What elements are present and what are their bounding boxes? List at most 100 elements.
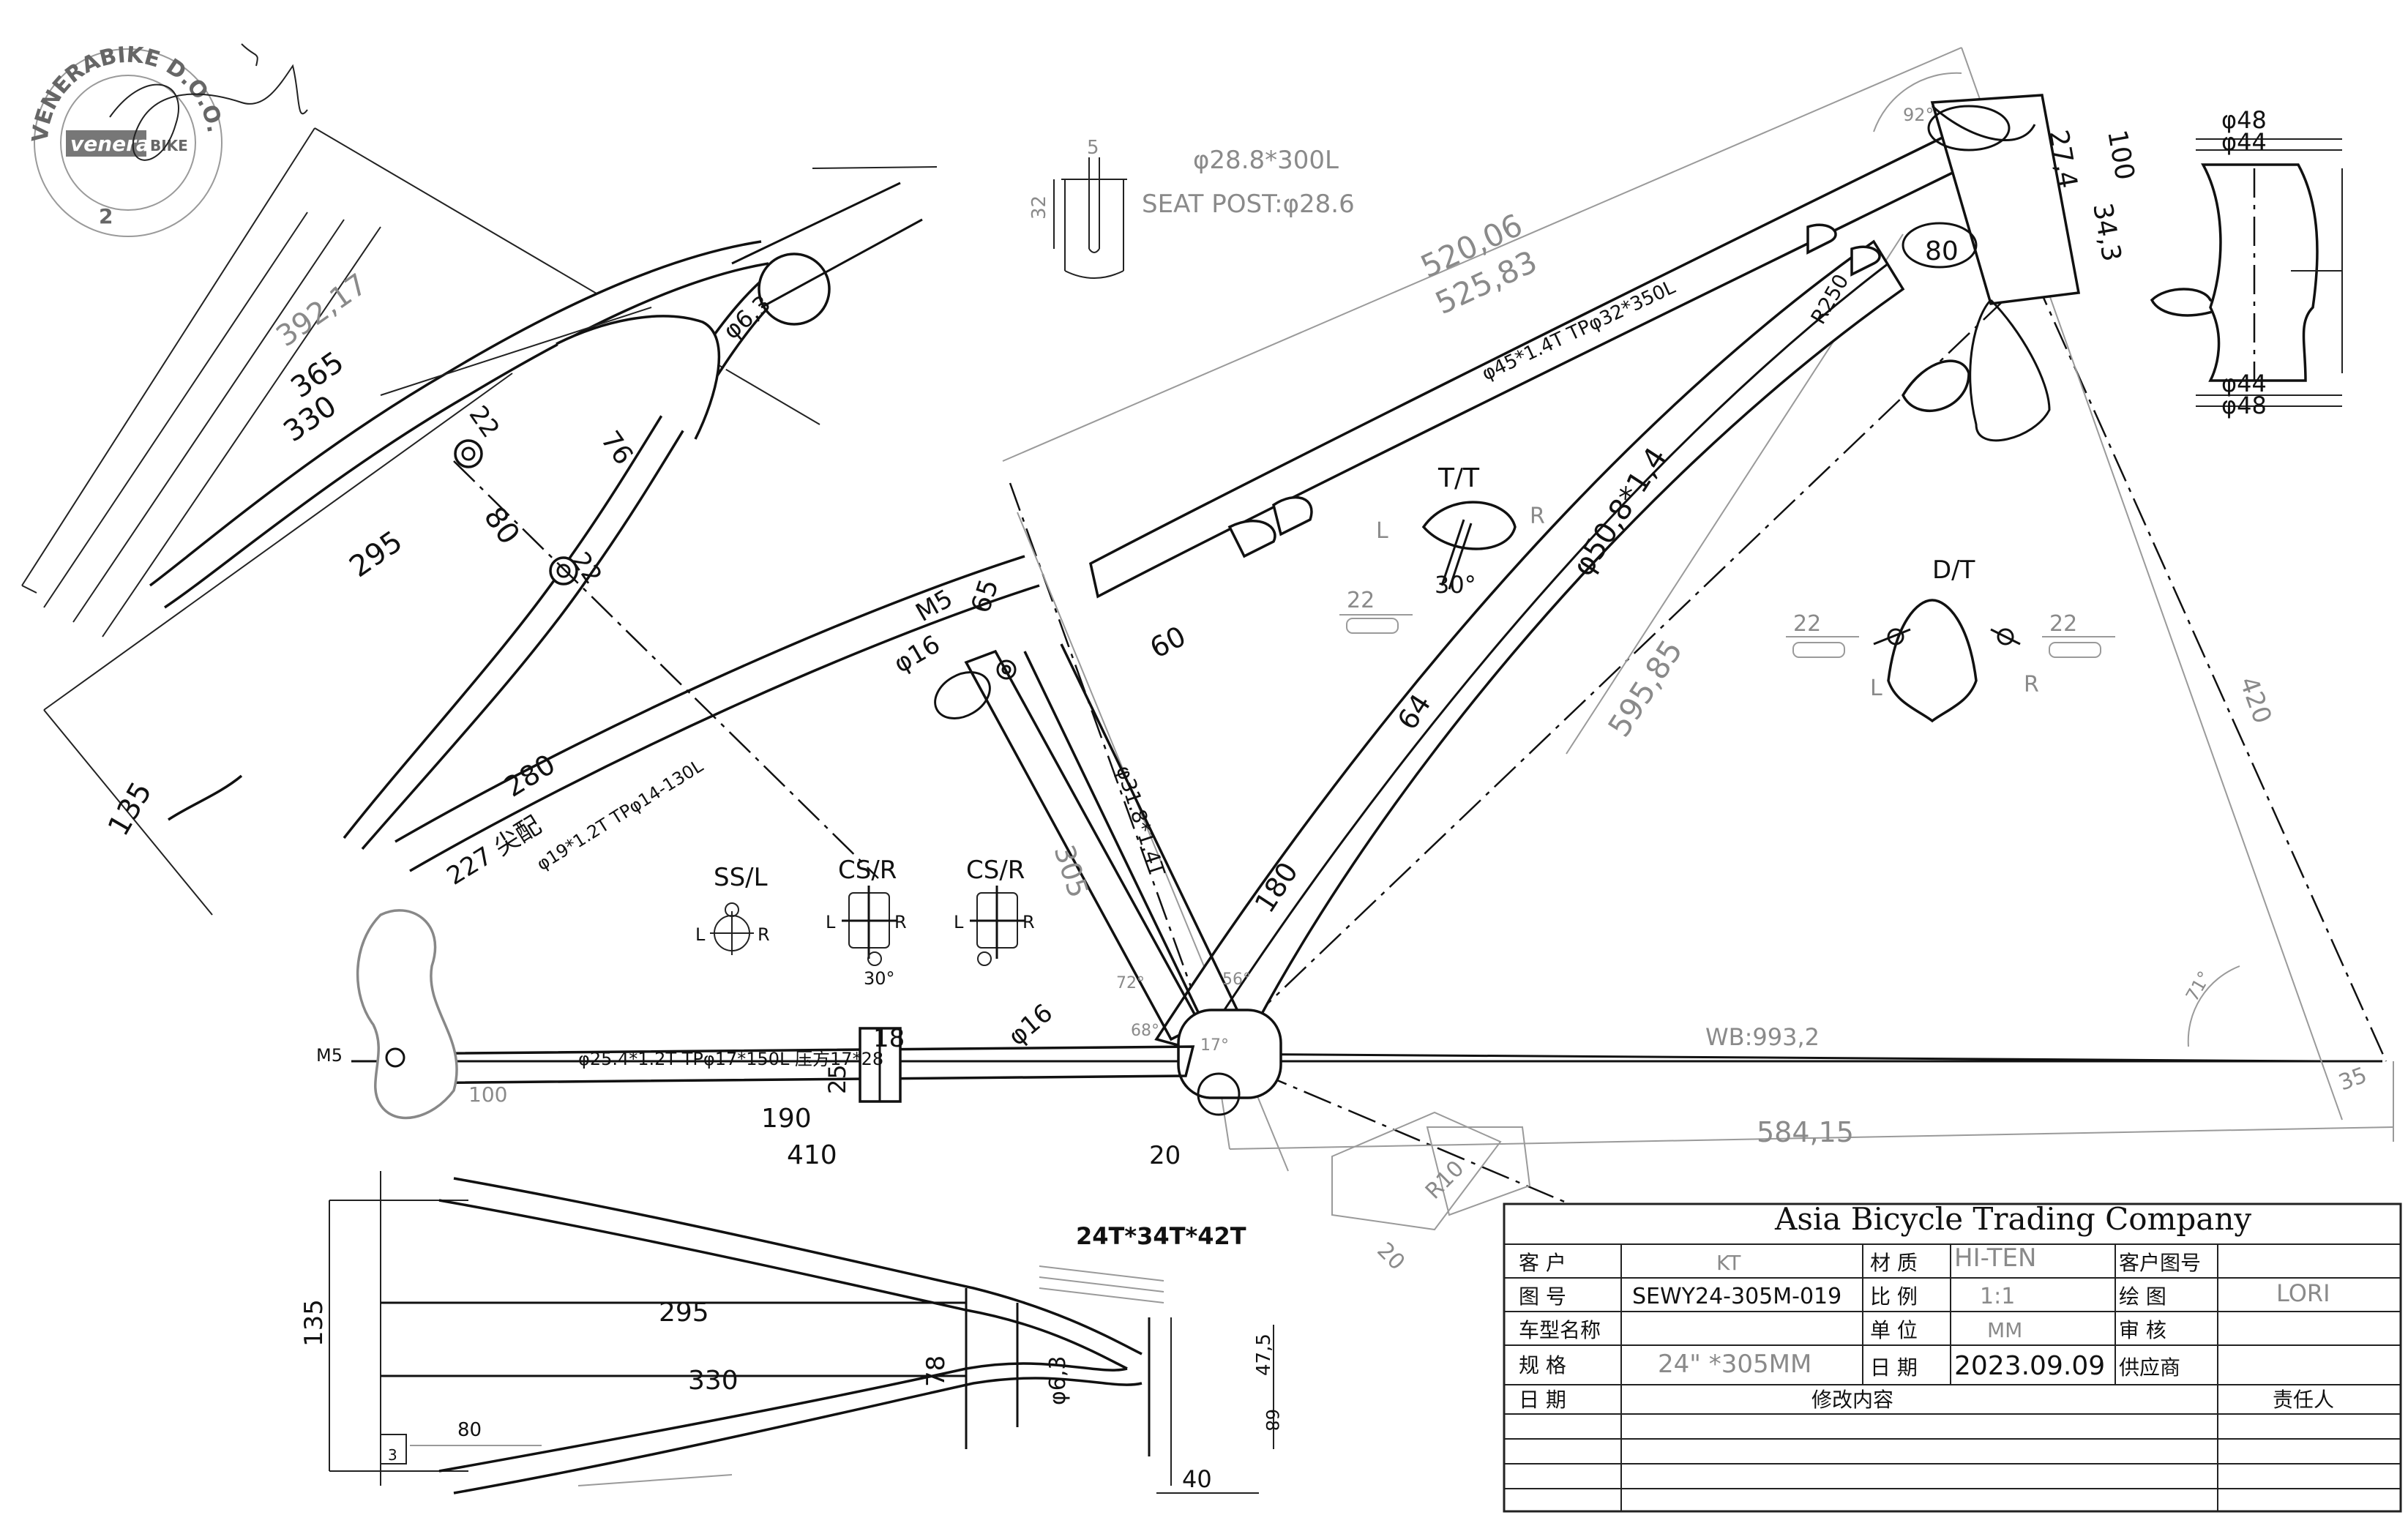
cs-right-label-1: CS/R bbox=[838, 856, 897, 885]
tb-rev-content-label: 修改内容 bbox=[1811, 1388, 1893, 1412]
tb-customer: KT bbox=[1716, 1251, 1741, 1275]
cs2-l: L bbox=[954, 912, 964, 932]
company-stamp: VENERABIKE D.O.O. SUBOTICA venera BIKE 2 bbox=[0, 0, 228, 237]
cs-angle-30: 30° bbox=[864, 968, 895, 989]
cs2-r: R bbox=[1022, 912, 1035, 932]
cs1-r: R bbox=[894, 912, 907, 932]
tb-date-label: 日 期 bbox=[1870, 1355, 1918, 1380]
dim-18: 18 bbox=[873, 1024, 905, 1053]
seatpost-slot-width: 5 bbox=[1087, 137, 1099, 159]
tb-rev-date-label: 日 期 bbox=[1519, 1388, 1566, 1412]
tb-date: 2023.09.09 bbox=[1954, 1351, 2105, 1381]
chainstay-view bbox=[329, 1171, 1274, 1495]
stay-sections bbox=[710, 886, 1025, 966]
tt-section-label: T/T bbox=[1437, 463, 1480, 493]
tb-dwg-no-label: 图 号 bbox=[1519, 1284, 1566, 1309]
tb-spec-label: 规 格 bbox=[1519, 1353, 1566, 1377]
dim-35: 35 bbox=[2336, 1063, 2371, 1096]
dim-20: 20 bbox=[1149, 1141, 1181, 1170]
cs-dim-330: 330 bbox=[688, 1366, 739, 1396]
dim-295: 295 bbox=[343, 525, 408, 584]
top-tube-section bbox=[1421, 501, 1517, 590]
angle-17: 17° bbox=[1200, 1036, 1229, 1055]
guide-22-c: 22 bbox=[2049, 611, 2077, 637]
angle-92: 92° bbox=[1903, 105, 1934, 125]
seatpost-spec: φ28.8*300L bbox=[1193, 146, 1339, 175]
dt-right: R bbox=[2024, 672, 2039, 697]
dim-305: 305 bbox=[1047, 841, 1094, 902]
tb-material-label: 材 质 bbox=[1870, 1251, 1918, 1275]
title-block bbox=[1503, 1202, 2402, 1513]
headtube-phi44-bottom: φ44 bbox=[2221, 370, 2267, 397]
seatpost-slot-height: 32 bbox=[1028, 195, 1050, 220]
dim-420: 420 bbox=[2234, 673, 2278, 727]
tb-model-label: 车型名称 bbox=[1519, 1318, 1601, 1342]
seatpost-detail: 5 32 φ28.8*300L SEAT POST:φ28.6 bbox=[1028, 137, 1355, 279]
tb-unit-label: 单 位 bbox=[1870, 1318, 1918, 1342]
tb-scale: 1:1 bbox=[1980, 1284, 2015, 1309]
dim-60: 60 bbox=[1145, 620, 1191, 665]
tb-dwg-no: SEWY24-305M-019 bbox=[1632, 1284, 1841, 1309]
tb-drawn-label: 绘 图 bbox=[2119, 1284, 2166, 1309]
cs-dim-135: 135 bbox=[299, 1299, 329, 1347]
tb-customer-label: 客 户 bbox=[1519, 1251, 1566, 1275]
chainring-teeth: 24T*34T*42T bbox=[1076, 1222, 1246, 1250]
tt-left: L bbox=[1376, 518, 1388, 544]
signature-stroke bbox=[109, 43, 308, 161]
ss-left-label: SS/L bbox=[714, 863, 768, 892]
dim-r10: R10 bbox=[1421, 1156, 1469, 1204]
headtube-phi44-top: φ44 bbox=[2221, 128, 2267, 156]
cs-right-label-2: CS/R bbox=[966, 856, 1025, 885]
tb-spec: 24" *305MM bbox=[1658, 1350, 1811, 1379]
angle-56: 56° bbox=[1222, 970, 1251, 989]
guide-22-b: 22 bbox=[1793, 611, 1821, 637]
cs-dim-40: 40 bbox=[1182, 1465, 1212, 1493]
stamp-ring-text: VENERABIKE D.O.O. SUBOTICA bbox=[0, 0, 228, 143]
headtube-phi48-top: φ48 bbox=[2221, 106, 2267, 134]
headtube-phi48-bottom: φ48 bbox=[2221, 392, 2267, 419]
tb-unit: MM bbox=[1987, 1318, 2022, 1342]
tb-company: Asia Bicycle Trading Company bbox=[1774, 1201, 2251, 1237]
dt-section-label: D/T bbox=[1932, 556, 1975, 585]
tt-right: R bbox=[1530, 504, 1545, 529]
cs-dim-80: 80 bbox=[457, 1419, 482, 1441]
dim-190: 190 bbox=[761, 1104, 812, 1134]
dt-left: L bbox=[1870, 676, 1882, 701]
dim-phi16-bb: φ16 bbox=[1003, 998, 1058, 1052]
seatstay-view bbox=[21, 127, 938, 916]
angle-68: 68° bbox=[1131, 1022, 1159, 1040]
down-tube-section bbox=[1873, 599, 2021, 723]
dim-80: 80 bbox=[477, 501, 526, 550]
ss-l: L bbox=[695, 924, 706, 945]
dim-392-17: 392,17 bbox=[270, 267, 373, 354]
dim-100: 100 bbox=[2101, 127, 2139, 182]
dim-m5-top: M5 bbox=[911, 584, 958, 628]
dim-m5-dropout: M5 bbox=[316, 1045, 343, 1066]
stamp-brand: venera bbox=[70, 132, 150, 156]
dim-135: 135 bbox=[102, 777, 159, 842]
dim-584-15: 584,15 bbox=[1757, 1116, 1854, 1148]
tb-material: HI-TEN bbox=[1954, 1243, 2036, 1273]
dim-330: 330 bbox=[277, 389, 343, 449]
tb-drawn: LORI bbox=[2276, 1279, 2330, 1307]
dim-25: 25 bbox=[823, 1064, 851, 1094]
cs-dim-phi6-3: φ6,3 bbox=[1045, 1356, 1071, 1406]
cs1-l: L bbox=[826, 912, 836, 932]
headtube-detail bbox=[2196, 138, 2343, 407]
guide-22-a: 22 bbox=[1347, 588, 1375, 613]
spec-seat-tube: φ31.8*1.4T bbox=[1111, 763, 1170, 880]
cs-dim-47-5: 47,5 bbox=[1253, 1333, 1275, 1376]
spec-top-tube: φ45*1.4T TPφ32*350L bbox=[1478, 276, 1679, 385]
cs-dim-68: 68 bbox=[1262, 1409, 1282, 1432]
dim-65: 65 bbox=[966, 576, 1005, 617]
seatpost-label: SEAT POST:φ28.6 bbox=[1142, 190, 1355, 219]
ss-r: R bbox=[758, 924, 770, 945]
wheelbase: WB:993,2 bbox=[1705, 1023, 1820, 1051]
stamp-number: 2 bbox=[99, 204, 113, 228]
dim-80-headtube: 80 bbox=[1925, 236, 1959, 266]
angle-72: 72° bbox=[1116, 974, 1145, 992]
dim-595-85: 595,85 bbox=[1601, 634, 1689, 744]
dim-34-3: 34,3 bbox=[2087, 201, 2126, 263]
dim-100-chainstay: 100 bbox=[468, 1082, 507, 1107]
